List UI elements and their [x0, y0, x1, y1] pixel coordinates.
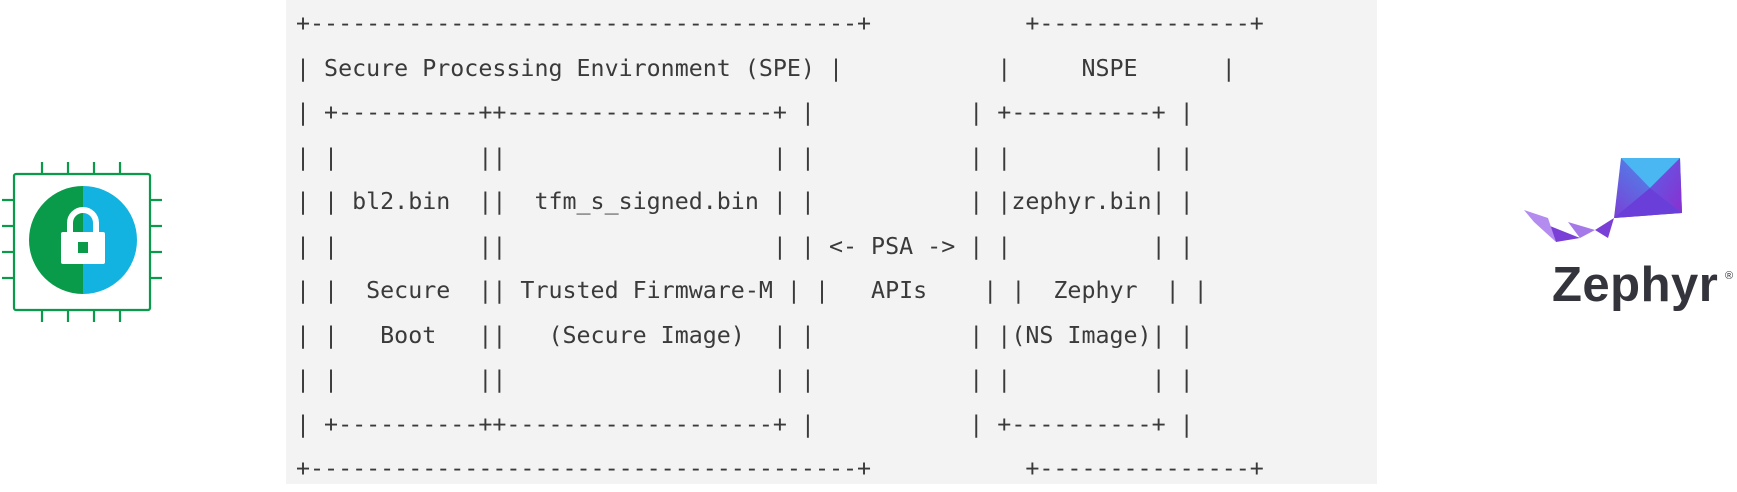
chip-lock-icon: [2, 162, 162, 322]
zephyr-kite-logo-icon: [1524, 158, 1682, 242]
diagram-line-spacer: | | || | | | | | |: [296, 366, 1194, 393]
ascii-architecture-diagram: +---------------------------------------…: [296, 2, 1264, 492]
diagram-line-binaries: | | bl2.bin || tfm_s_signed.bin | | | |z…: [296, 188, 1194, 215]
diagram-line-components: | | Secure || Trusted Firmware-M | | API…: [296, 277, 1208, 304]
diagram-line-headers: | Secure Processing Environment (SPE) | …: [296, 54, 1236, 82]
diagram-line-inner-bottom: | +----------++-------------------+ | | …: [296, 410, 1194, 438]
diagram-line-inner-top: | +----------++-------------------+ | | …: [296, 99, 1194, 126]
diagram-line-outer-bottom: +---------------------------------------…: [296, 455, 1264, 482]
diagram-line-images: | | Boot || (Secure Image) | | | |(NS Im…: [296, 321, 1194, 349]
registered-mark: ®: [1725, 270, 1734, 282]
diagram-line-psa: | | || | | <- PSA -> | | | |: [296, 232, 1194, 260]
code-block: +---------------------------------------…: [286, 0, 1377, 484]
diagram-line-spacer: | | || | | | | | |: [296, 143, 1194, 171]
diagram-line-outer-top: +---------------------------------------…: [296, 10, 1264, 37]
zephyr-wordmark: Zephyr: [1552, 258, 1719, 312]
